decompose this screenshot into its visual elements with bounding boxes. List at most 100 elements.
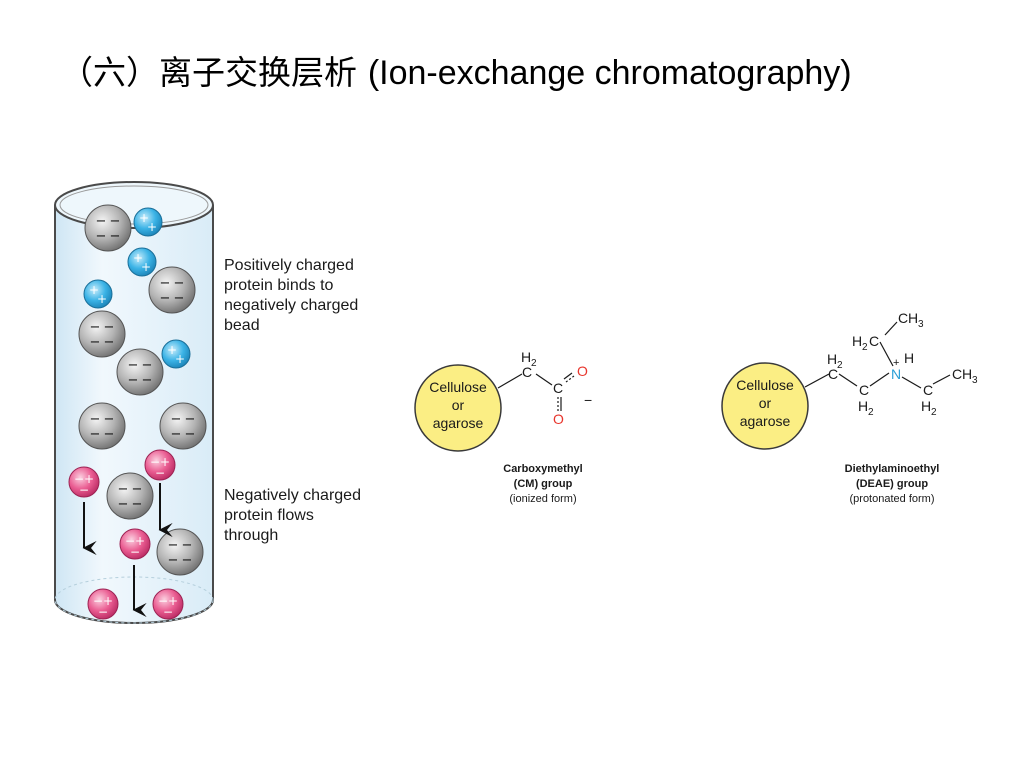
- charge-sign: +: [147, 220, 157, 234]
- cm-bead-text: or: [452, 397, 465, 413]
- deae-atom-c: C: [898, 310, 908, 326]
- deae-caption-form: (protonated form): [850, 493, 935, 505]
- negative-protein-body: [119, 528, 151, 560]
- charge-sign: −: [96, 229, 107, 244]
- deae-bead-text: or: [759, 395, 772, 411]
- deae-subscript: 2: [931, 407, 937, 418]
- positive-protein: ++: [83, 279, 113, 309]
- beads-layer: −−−−++++−−−−++−−−−−−−−++−−−−−−−−−+−−+−−−…: [68, 204, 207, 620]
- charge-sign: +: [84, 472, 94, 486]
- negative-bead-body: [78, 310, 126, 358]
- charge-sign: −: [130, 545, 140, 559]
- positive-protein-body: [127, 247, 157, 277]
- charge-sign: −: [168, 553, 179, 568]
- deae-atom-c: C: [869, 333, 879, 349]
- charge-sign: −: [90, 335, 101, 350]
- deae-atom-n: N: [891, 366, 901, 382]
- charge-sign: +: [160, 455, 170, 469]
- label-line: bead: [224, 317, 260, 334]
- charge-sign: −: [163, 605, 173, 619]
- positive-protein-body: [83, 279, 113, 309]
- label-line: Positively charged: [224, 257, 354, 274]
- charge-sign: −: [142, 373, 153, 388]
- positive-protein-body: [133, 207, 163, 237]
- negative-protein: −+−: [87, 588, 119, 620]
- negative-protein-body: [68, 466, 100, 498]
- positive-protein: ++: [127, 247, 157, 277]
- negative-protein: −+−: [68, 466, 100, 498]
- negative-bead: −−−−: [106, 472, 154, 520]
- negative-protein-label: Negatively charged protein flows through: [224, 487, 361, 544]
- label-line: protein binds to: [224, 277, 334, 294]
- label-line: Negatively charged: [224, 487, 361, 504]
- charge-sign: −: [182, 553, 193, 568]
- deae-atom-h: H: [858, 398, 868, 414]
- charge-sign: +: [103, 594, 113, 608]
- deae-support-bead: [721, 362, 809, 450]
- deae-atom-h: H: [827, 351, 837, 367]
- negative-protein: −+−: [152, 588, 184, 620]
- negative-bead: −−−−: [78, 310, 126, 358]
- negative-bead-body: [116, 348, 164, 396]
- title-english: (Ion-exchange chromatography): [367, 54, 852, 92]
- deae-subscript: 2: [868, 407, 874, 418]
- charge-sign: −: [174, 276, 185, 291]
- cm-caption-form: (ionized form): [509, 493, 576, 505]
- cm-structure: Cellulose or agarose H 2 C C O O − Carbo…: [414, 349, 592, 505]
- negative-bead-body: [159, 402, 207, 450]
- charge-sign: −: [168, 538, 179, 553]
- charge-sign: −: [110, 229, 121, 244]
- deae-atom-c: C: [859, 382, 869, 398]
- negative-protein-body: [87, 588, 119, 620]
- negative-bead: −−−−: [159, 402, 207, 450]
- cm-atom-c: C: [553, 380, 563, 396]
- cm-atom-c: C: [522, 364, 532, 380]
- cm-atom-o: O: [553, 411, 564, 427]
- charge-sign: −: [125, 534, 135, 548]
- deae-subscript: 3: [918, 319, 924, 330]
- charge-sign: −: [160, 276, 171, 291]
- negative-bead: −−−−: [148, 266, 196, 314]
- deae-atom-h: H: [962, 366, 972, 382]
- charge-sign: −: [104, 320, 115, 335]
- charge-sign: −: [185, 427, 196, 442]
- label-line: protein flows: [224, 507, 314, 524]
- positive-protein: ++: [161, 339, 191, 369]
- negative-bead-body: [84, 204, 132, 252]
- deae-charge: +: [893, 357, 899, 369]
- charge-sign: −: [79, 483, 89, 497]
- charge-sign: −: [128, 373, 139, 388]
- negative-bead: −−−−: [78, 402, 126, 450]
- deae-atom-h: H: [921, 398, 931, 414]
- deae-structure: Cellulose or agarose C H 3 H 2 C H 2 C: [721, 310, 978, 505]
- deae-atom-c: C: [923, 382, 933, 398]
- negative-protein-body: [152, 588, 184, 620]
- cm-caption-group: (CM) group: [514, 478, 573, 490]
- negative-bead: −−−−: [84, 204, 132, 252]
- negative-protein: −+−: [144, 449, 176, 481]
- cm-support-bead: [414, 364, 502, 452]
- charge-sign: −: [93, 594, 103, 608]
- label-line: negatively charged: [224, 297, 358, 314]
- charge-sign: −: [74, 472, 84, 486]
- deae-bead-text: Cellulose: [736, 377, 794, 393]
- charge-sign: −: [142, 358, 153, 373]
- charge-sign: −: [171, 412, 182, 427]
- deae-subscript: 3: [972, 375, 978, 386]
- charge-sign: −: [132, 497, 143, 512]
- flow-arrows: [82, 483, 173, 617]
- charge-sign: −: [118, 482, 129, 497]
- charge-sign: −: [104, 412, 115, 427]
- deae-atom-h: H: [852, 333, 862, 349]
- charge-sign: −: [132, 482, 143, 497]
- cm-subscript: 2: [531, 358, 537, 369]
- charge-sign: −: [182, 538, 193, 553]
- positive-protein: ++: [133, 207, 163, 237]
- charge-sign: −: [128, 358, 139, 373]
- negative-bead-body: [156, 528, 204, 576]
- cm-atom-o: O: [577, 363, 588, 379]
- cm-bead-text: agarose: [433, 415, 484, 431]
- cm-bonds: [497, 372, 575, 411]
- charge-sign: +: [175, 352, 185, 366]
